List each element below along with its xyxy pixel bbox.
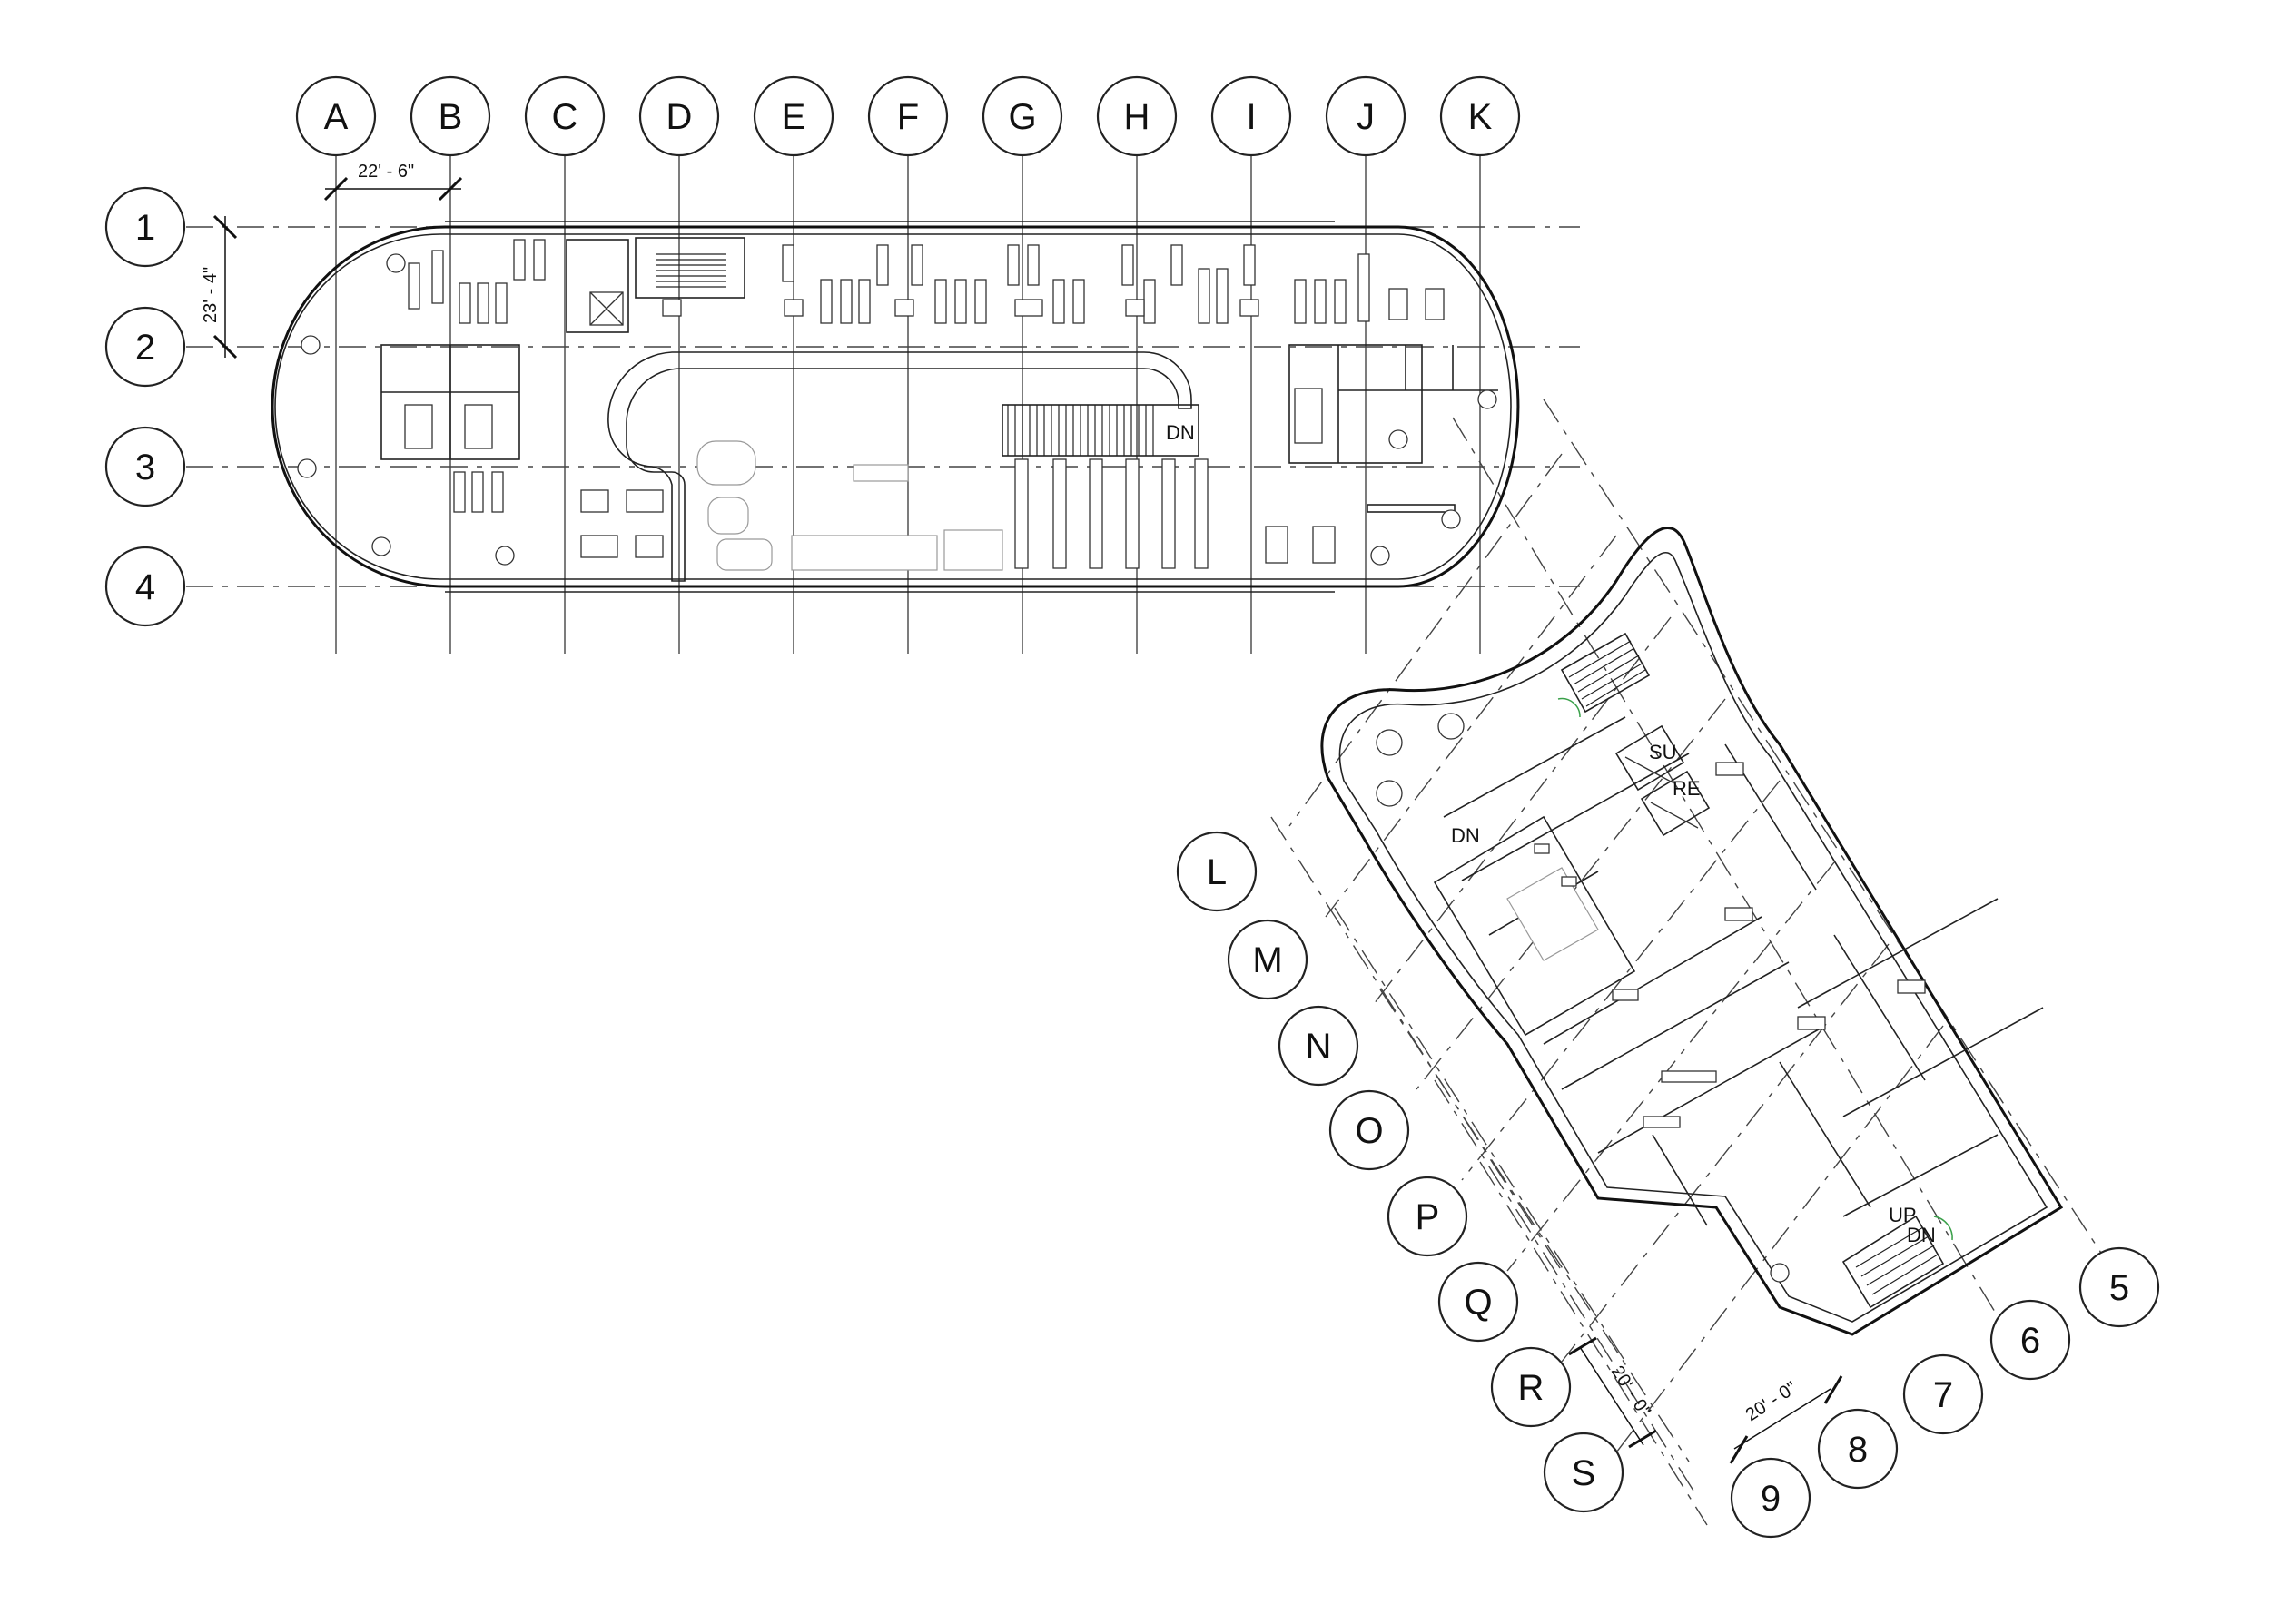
grid-bubble-E: E [753, 75, 834, 157]
grid-bubble-6: 6 [1989, 1299, 2071, 1381]
grid-bubble-K: K [1439, 75, 1521, 157]
grid-bubble-1: 1 [104, 186, 186, 268]
svg-text:L: L [1207, 852, 1227, 892]
grid-bubble-9: 9 [1730, 1457, 1811, 1539]
grid-bubble-A: A [295, 75, 377, 157]
svg-text:S: S [1572, 1453, 1596, 1493]
svg-text:6: 6 [2020, 1321, 2040, 1361]
grid-bubble-5: 5 [2078, 1246, 2160, 1328]
grid-bubble-M: M [1227, 919, 1308, 1000]
svg-text:4: 4 [135, 567, 155, 607]
main-wing-building: DN [271, 221, 1520, 593]
grid-bubble-N: N [1278, 1005, 1359, 1087]
meeting-rooms [380, 344, 520, 460]
grid-bubble-Q: Q [1437, 1261, 1519, 1343]
wing-furniture [1534, 762, 1926, 1128]
wing-dn2-label: DN [1907, 1224, 1936, 1246]
svg-text:7: 7 [1933, 1375, 1953, 1415]
svg-text:2: 2 [135, 328, 155, 368]
feature-stair: DN [1002, 404, 1209, 569]
grid-bubble-7: 7 [1902, 1353, 1984, 1435]
dimension-row-spacing: 23' - 4" [201, 214, 238, 359]
grid-bubble-S: S [1543, 1432, 1624, 1513]
grid-bubble-I: I [1210, 75, 1292, 157]
svg-text:K: K [1468, 97, 1493, 137]
grid-bubble-8: 8 [1817, 1408, 1899, 1490]
dimension-column-spacing-label: 22' - 6" [358, 162, 414, 182]
main-grid-lines [186, 145, 1580, 654]
planters [297, 253, 1497, 566]
grid-bubble-L: L [1176, 831, 1258, 912]
svg-text:Q: Q [1464, 1283, 1492, 1323]
svg-text:R: R [1518, 1368, 1545, 1408]
svg-text:9: 9 [1761, 1479, 1781, 1519]
svg-text:8: 8 [1848, 1430, 1868, 1470]
wing-su-label: SU [1649, 741, 1677, 763]
svg-text:A: A [324, 97, 349, 137]
svg-text:D: D [666, 97, 693, 137]
column-grid-bubbles: A B C D E F G H I J K [295, 75, 1521, 157]
dimension-wing-column-spacing-label: 20' - 0" [1742, 1378, 1801, 1425]
rotated-wing-building: SU RE DN UP DN [1320, 526, 2064, 1336]
feature-stair-dn-label: DN [1166, 421, 1195, 444]
grid-bubble-H: H [1096, 75, 1178, 157]
svg-text:J: J [1357, 97, 1375, 137]
dimension-wing-row-spacing-label: 20' - 0" [1607, 1363, 1654, 1421]
wing-re-label: RE [1673, 777, 1701, 800]
svg-text:3: 3 [135, 448, 155, 487]
svg-text:P: P [1416, 1197, 1440, 1237]
row-grid-bubbles: 1 2 3 4 [104, 186, 186, 627]
wing-dn-label: DN [1451, 824, 1480, 847]
grid-bubble-J: J [1325, 75, 1406, 157]
grid-bubble-O: O [1328, 1089, 1410, 1171]
grid-bubble-D: D [638, 75, 720, 157]
svg-text:B: B [439, 97, 463, 137]
right-offices [1288, 344, 1498, 513]
wing-grid-lines [1270, 399, 2126, 1526]
svg-text:O: O [1355, 1111, 1383, 1151]
grid-bubble-3: 3 [104, 426, 186, 507]
wing-letter-bubbles: L M N O P Q R S [1176, 831, 1624, 1513]
dimension-row-spacing-label: 23' - 4" [201, 267, 221, 323]
workstations-row [408, 239, 1445, 324]
wing-round-tables [1376, 713, 1790, 1283]
reading-tables [453, 471, 1336, 564]
svg-text:N: N [1306, 1027, 1332, 1067]
grid-bubble-2: 2 [104, 306, 186, 388]
wing-number-bubbles: 5 6 7 8 9 [1730, 1246, 2160, 1539]
svg-text:1: 1 [135, 208, 155, 248]
grid-bubble-4: 4 [104, 546, 186, 627]
core-stair [656, 253, 726, 288]
grid-bubble-R: R [1490, 1346, 1572, 1428]
dimension-column-spacing: 22' - 6" [323, 162, 463, 202]
svg-text:F: F [897, 97, 919, 137]
grid-bubble-P: P [1387, 1176, 1468, 1257]
svg-text:H: H [1124, 97, 1150, 137]
svg-text:I: I [1246, 97, 1256, 137]
grid-bubble-F: F [867, 75, 949, 157]
svg-text:M: M [1252, 940, 1282, 980]
wing-up-label: UP [1889, 1204, 1917, 1226]
grid-bubble-C: C [524, 75, 606, 157]
svg-text:5: 5 [2109, 1268, 2129, 1308]
curtain-wall-top [445, 221, 1335, 593]
dimension-wing-row-spacing: 20' - 0" [1568, 1336, 1657, 1449]
grid-bubble-B: B [410, 75, 491, 157]
svg-text:C: C [552, 97, 578, 137]
svg-text:E: E [782, 97, 806, 137]
grid-bubble-G: G [982, 75, 1063, 157]
svg-text:G: G [1008, 97, 1036, 137]
lounge-furniture [696, 440, 1003, 571]
